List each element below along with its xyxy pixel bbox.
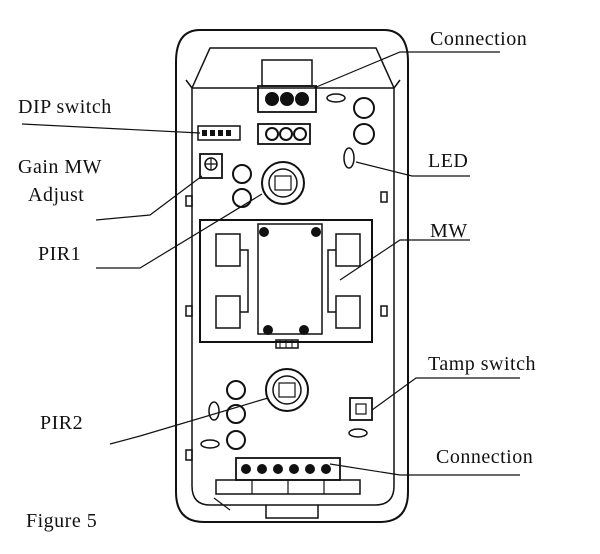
label-gain-mw: Gain MW — [18, 156, 103, 178]
led — [343, 147, 355, 169]
gain-adjust — [199, 153, 223, 179]
housing-outer — [175, 29, 409, 523]
leader-connection-top — [313, 51, 500, 89]
housing-foot — [265, 505, 319, 519]
leader-pir2 — [109, 397, 269, 445]
leader-dip-switch — [21, 123, 201, 134]
figure-caption: Figure 5 — [26, 510, 98, 532]
housing-inner — [191, 47, 395, 506]
label-connection-top: Connection — [430, 28, 528, 50]
label-gain-adjust: Adjust — [28, 184, 85, 206]
leader-connection-bottom — [329, 463, 520, 476]
top-connector — [257, 85, 317, 113]
pir2-sensor — [265, 368, 309, 412]
leader-mw — [339, 239, 470, 281]
led-block — [257, 123, 311, 145]
leader-pir1 — [96, 193, 263, 269]
label-dip-switch: DIP switch — [18, 96, 112, 118]
leader-gain — [95, 175, 203, 221]
mw-module — [199, 219, 373, 343]
pir1-sensor — [261, 161, 305, 205]
tamper-switch — [349, 397, 373, 421]
label-pir2: PIR2 — [40, 412, 84, 434]
label-pir1: PIR1 — [38, 243, 82, 265]
label-tamp-switch: Tamp switch — [428, 353, 536, 375]
top-connector-housing — [261, 59, 313, 87]
leader-led — [355, 161, 470, 177]
leader-tamp — [371, 377, 520, 411]
label-led: LED — [428, 150, 469, 172]
label-mw: MW — [430, 220, 468, 242]
label-connection-bottom: Connection — [436, 446, 534, 468]
